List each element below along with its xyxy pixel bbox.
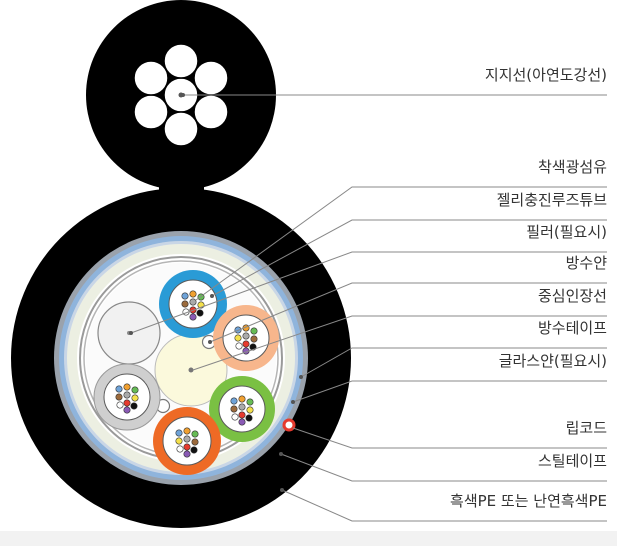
loose-tube-peach — [213, 305, 279, 371]
label-glass-yarn: 글라스얀(필요시) — [498, 352, 607, 370]
label-colored-fiber: 착색광섬유 — [537, 158, 607, 176]
loose-tube-green — [209, 376, 275, 442]
colored-fiber-bundle — [175, 427, 199, 458]
loose-tube-blue — [159, 270, 227, 338]
label-water-blocking-tape: 방수테이프 — [537, 319, 607, 337]
colored-fiber-bundle — [181, 290, 205, 321]
label-steel-tape: 스틸테이프 — [537, 452, 607, 470]
label-water-blocking-yarn: 방수얀 — [565, 254, 607, 272]
colored-fiber-bundle — [230, 395, 254, 426]
rip-cord — [282, 418, 296, 432]
footer-band — [0, 531, 617, 546]
label-messenger-wire: 지지선(아연도강선) — [484, 66, 607, 84]
messenger-steel-wires — [133, 43, 229, 147]
colored-fiber-bundle — [115, 383, 139, 414]
loose-tube-gray — [93, 363, 161, 431]
colored-fiber-bundle — [234, 324, 258, 355]
label-outer-sheath: 흑색PE 또는 난연흑색PE — [450, 492, 607, 510]
main-cable-body — [11, 188, 351, 528]
leader-lines — [129, 93, 607, 522]
label-rip-cord: 립코드 — [565, 419, 607, 437]
label-filler: 필러(필요시) — [526, 223, 607, 241]
label-central-strength-member: 중심인장선 — [537, 287, 607, 305]
label-jelly-loose-tube: 젤리충진루즈튜브 — [496, 191, 607, 209]
loose-tube-orange — [153, 407, 221, 475]
